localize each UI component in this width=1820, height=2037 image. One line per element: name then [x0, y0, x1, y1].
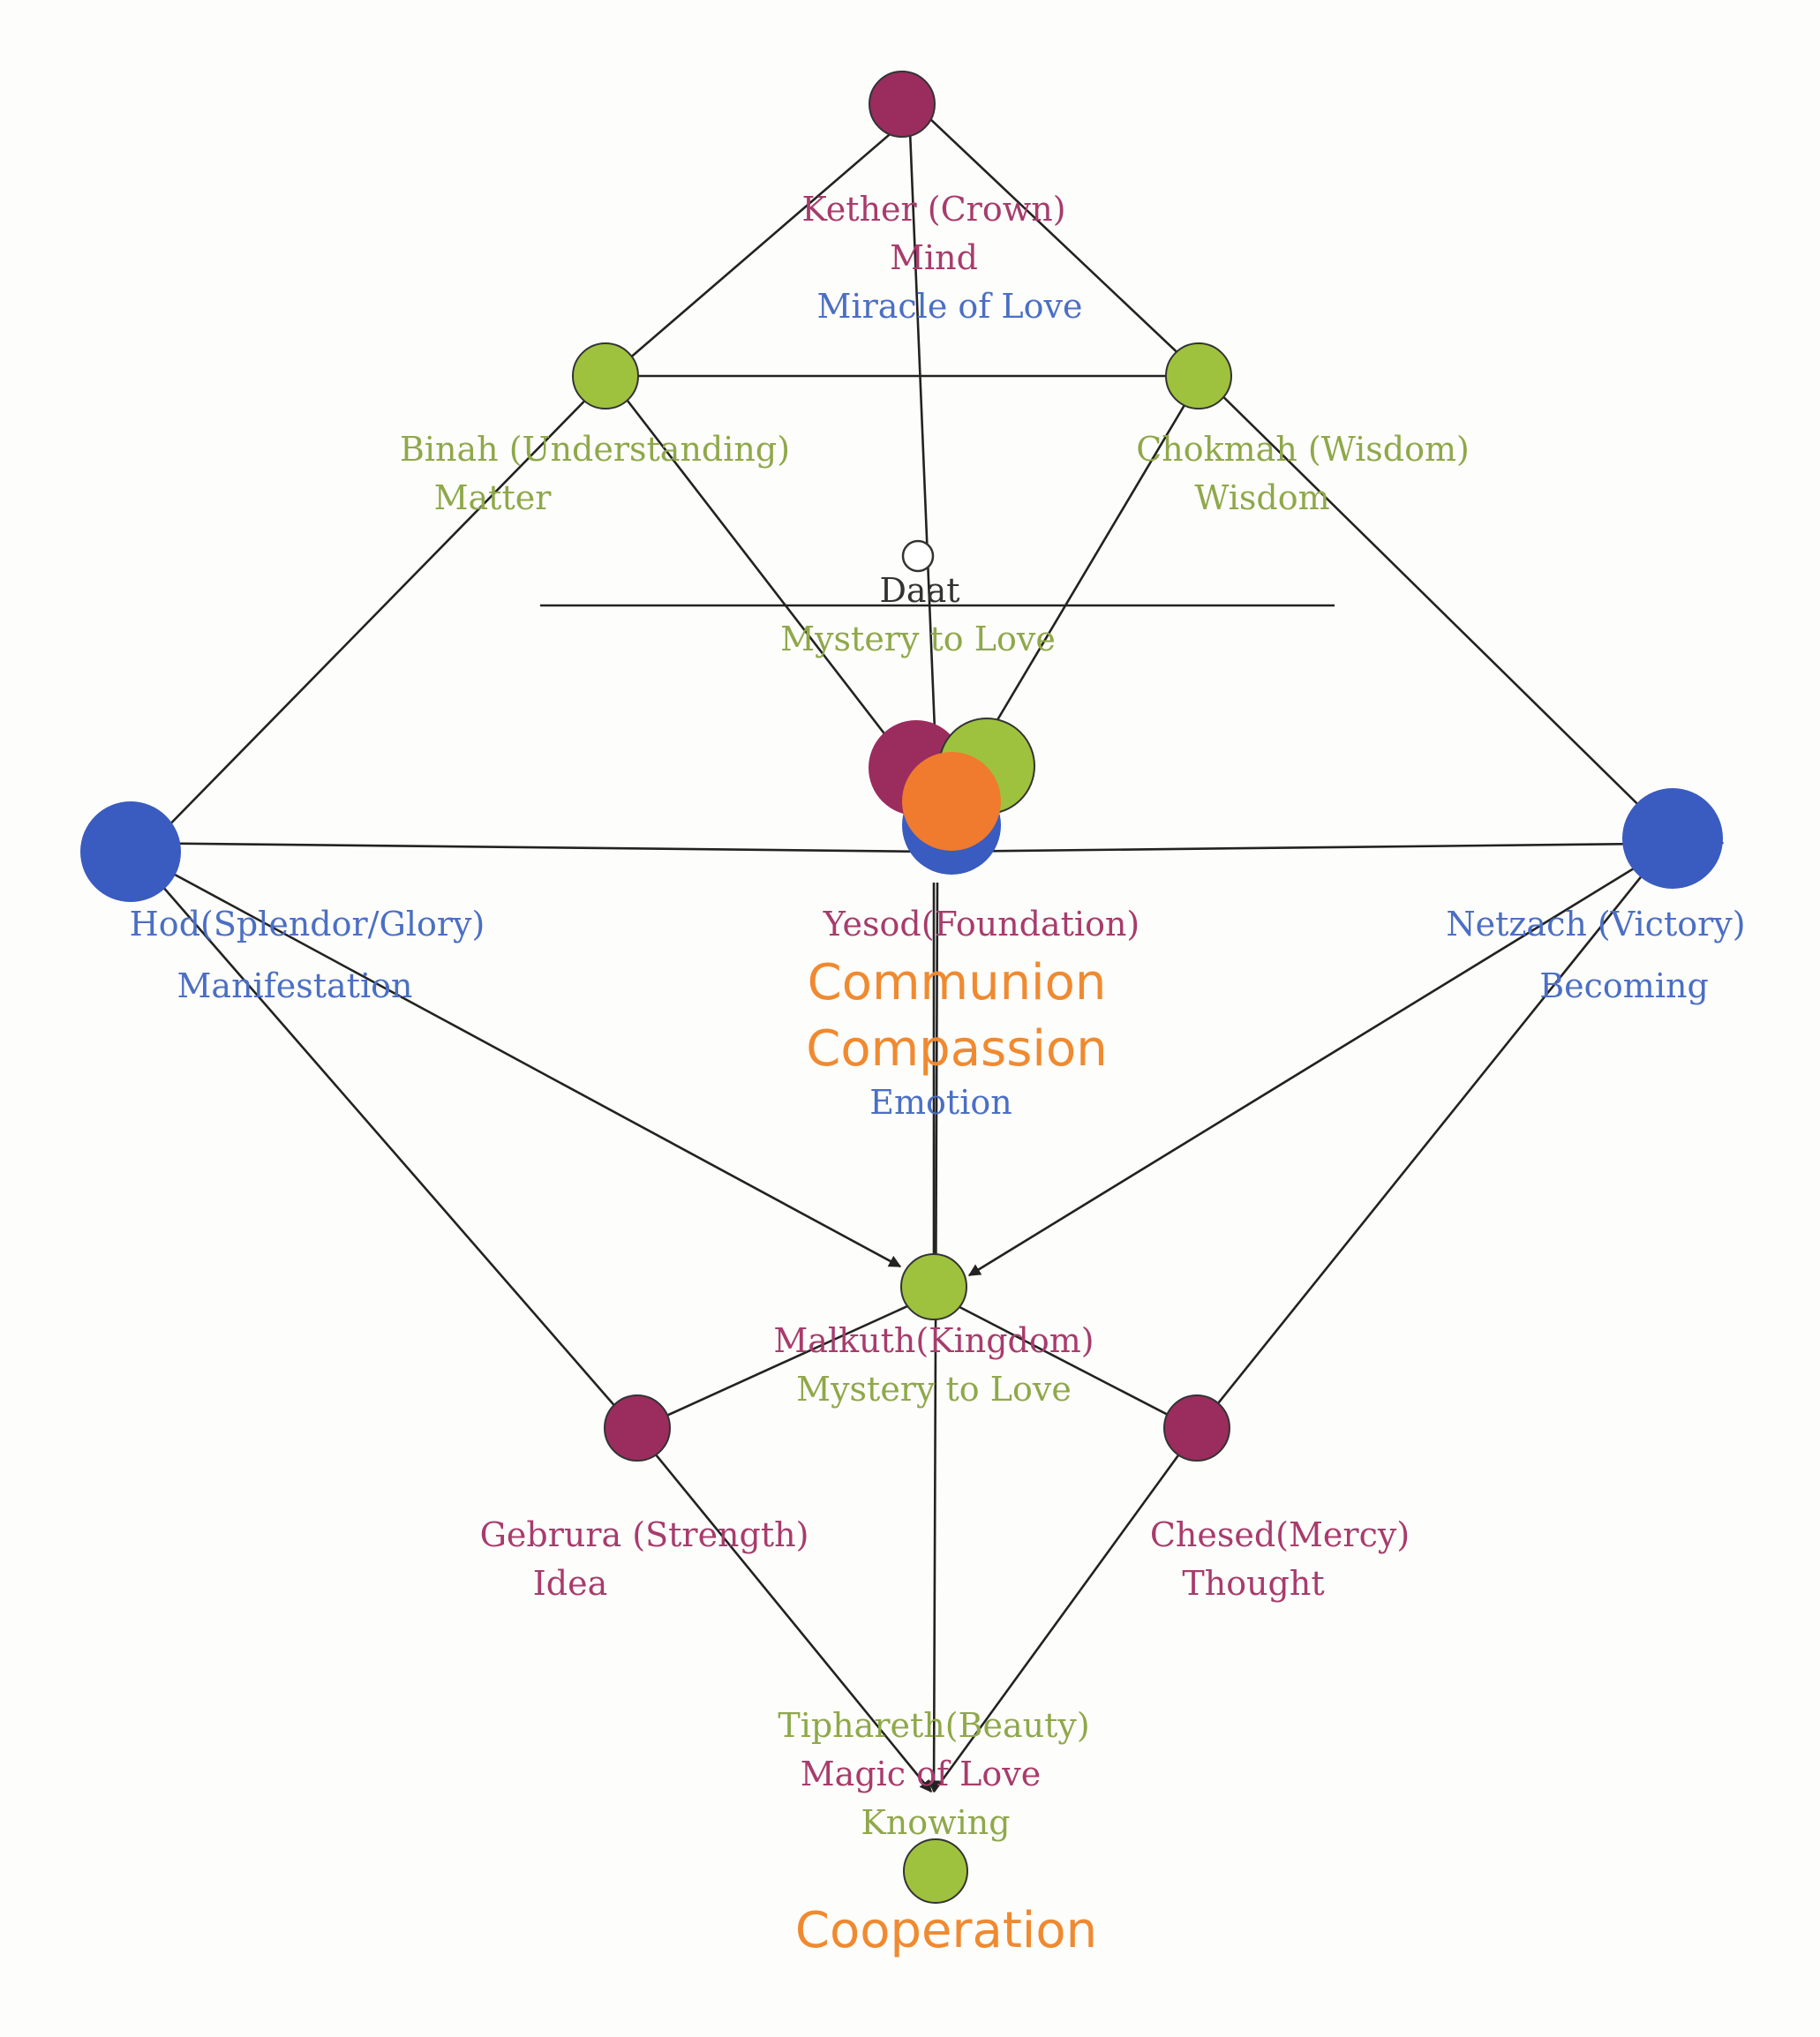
- netzach-subtitle: Becoming: [1539, 966, 1709, 1005]
- chokmah-title: Chokmah (Wisdom): [1136, 430, 1470, 469]
- edge-chesed-malkuth: [939, 1296, 1198, 1432]
- malkuth-subtitle: Mystery to Love: [796, 1370, 1072, 1409]
- chesed-node: [1163, 1394, 1230, 1462]
- malkuth-title: Malkuth(Kingdom): [773, 1321, 1094, 1360]
- nodes-group: [80, 71, 1723, 1904]
- yesod-compassion: Compassion: [806, 1020, 1107, 1078]
- cooperation-label: Cooperation: [795, 1902, 1097, 1959]
- edges-group: [117, 101, 1725, 1793]
- netzach-node: [1622, 788, 1723, 889]
- edge-hod-gebrura: [132, 851, 636, 1431]
- yesod-emotion: Emotion: [869, 1083, 1012, 1122]
- edge-chesed-tiphareth: [932, 1429, 1199, 1793]
- kether-node: [869, 71, 936, 138]
- yesod-orange-node: [902, 752, 1001, 851]
- edge-binah-hod: [151, 375, 610, 845]
- chokmah-subtitle: Wisdom: [1194, 478, 1329, 517]
- edge-hod-malkuth: [132, 850, 902, 1268]
- binah-title: Binah (Understanding): [400, 430, 790, 469]
- hod-title: Hod(Splendor/Glory): [130, 905, 485, 943]
- daat-title: Daat: [879, 571, 959, 610]
- binah-node: [572, 342, 639, 410]
- chesed-subtitle: Thought: [1182, 1564, 1324, 1603]
- edge-yesod-kether: [903, 108, 939, 795]
- gebrura-subtitle: Idea: [533, 1564, 607, 1603]
- edge-yesod-netzach: [935, 837, 1725, 853]
- gebrura-node: [604, 1394, 671, 1462]
- kether-title: Kether (Crown): [801, 190, 1065, 229]
- edge-chokmah-kether: [911, 101, 1203, 377]
- malkuth-node: [900, 1253, 967, 1320]
- hod-subtitle: Manifestation: [177, 966, 413, 1005]
- edge-gebrura-tiphareth: [634, 1429, 933, 1793]
- chesed-title: Chesed(Mercy): [1150, 1515, 1410, 1554]
- labels-group: Kether (Crown) Mind Miracle of Love Bina…: [130, 190, 1746, 1959]
- chokmah-node: [1165, 342, 1232, 410]
- yesod-title: Yesod(Foundation): [823, 905, 1140, 943]
- cooperation-node: [903, 1838, 968, 1904]
- edge-gebrura-malkuth: [635, 1296, 929, 1432]
- tiphareth-caption: Knowing: [861, 1803, 1010, 1842]
- yesod-communion: Communion: [808, 954, 1107, 1011]
- daat-node: [901, 539, 935, 573]
- binah-subtitle: Matter: [434, 478, 553, 517]
- netzach-title: Netzach (Victory): [1446, 905, 1745, 943]
- edge-netzach-malkuth: [967, 850, 1662, 1277]
- edge-netzach-chesed: [1195, 851, 1663, 1431]
- tiphareth-title: Tiphareth(Beauty): [778, 1706, 1089, 1745]
- kether-subtitle: Mind: [890, 238, 978, 277]
- gebrura-title: Gebrura (Strength): [480, 1515, 809, 1554]
- kether-caption: Miracle of Love: [817, 287, 1083, 326]
- daat-subtitle: Mystery to Love: [780, 620, 1056, 658]
- edge-binah-kether: [608, 101, 929, 377]
- tiphareth-subtitle: Magic of Love: [801, 1755, 1042, 1793]
- edge-yesod-hod: [117, 837, 936, 853]
- edge-yesod-binah: [611, 380, 933, 795]
- hod-node: [80, 801, 181, 902]
- edge-chokmah-netzach: [1201, 375, 1678, 844]
- edge-yesod-tiphareth: [928, 882, 941, 1793]
